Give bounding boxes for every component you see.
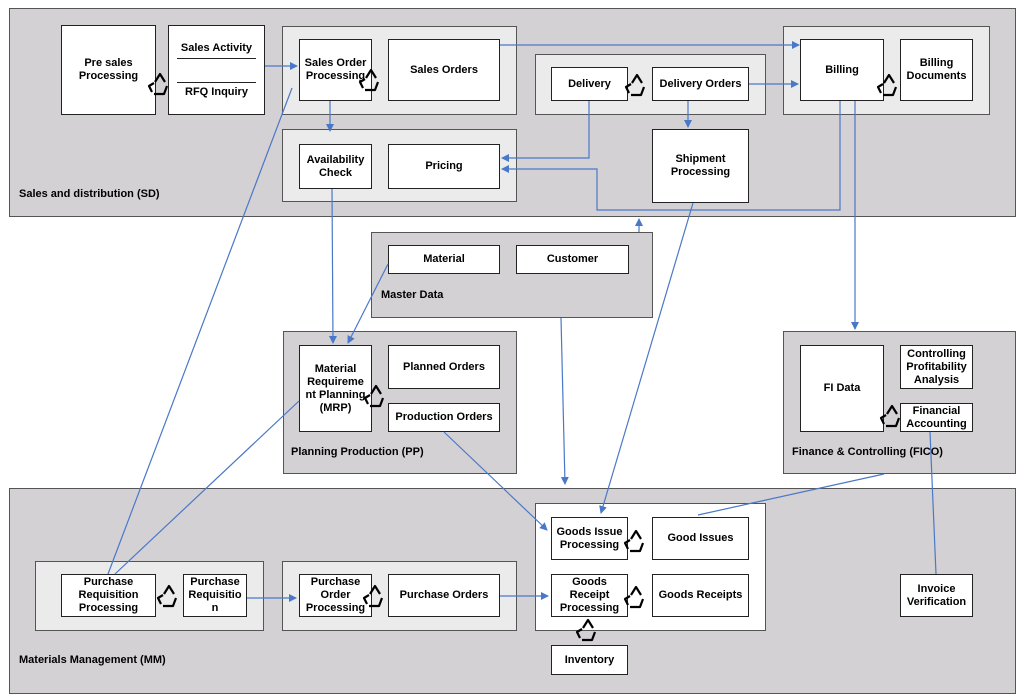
recycle-icon [362, 382, 390, 410]
node-delivery: Delivery [551, 67, 628, 101]
node-material: Material [388, 245, 500, 274]
node-invoice-verification: Invoice Verification [900, 574, 973, 617]
node-billing-documents: Billing Documents [900, 39, 973, 101]
node-goods-receipt-processing: Goods Receipt Processing [551, 574, 628, 617]
node-purchase-order-processing: Purchase Order Processing [299, 574, 372, 617]
recycle-icon [623, 71, 651, 99]
node-goods-receipts: Goods Receipts [652, 574, 749, 617]
node-inventory: Inventory [551, 645, 628, 675]
node-planned-orders: Planned Orders [388, 345, 500, 389]
node-purchase-requisition: Purchase Requisitio n [183, 574, 247, 617]
node-purchase-orders: Purchase Orders [388, 574, 500, 617]
region-fico-label: Finance & Controlling (FICO) [792, 446, 943, 458]
node-good-issues: Good Issues [652, 517, 749, 560]
node-availability-check: Availability Check [299, 144, 372, 189]
node-delivery-orders: Delivery Orders [652, 67, 749, 101]
region-mm-label: Materials Management (MM) [19, 654, 166, 666]
node-sales-activity: Sales Activity [176, 39, 257, 59]
node-purchase-requisition-processing: Purchase Requisition Processing [61, 574, 156, 617]
region-pp-label: Planning Production (PP) [291, 446, 424, 458]
edge-master-data-to-goods [560, 317, 569, 485]
node-mrp: Material Requireme nt Planning (MRP) [299, 345, 372, 432]
node-sales-order-processing: Sales Order Processing [299, 39, 372, 101]
recycle-icon [875, 71, 903, 99]
recycle-icon [357, 66, 385, 94]
recycle-icon [622, 583, 650, 611]
node-sales-orders: Sales Orders [388, 39, 500, 101]
node-goods-issue-processing: Goods Issue Processing [551, 517, 628, 560]
node-presales-processing: Pre sales Processing [61, 25, 156, 115]
recycle-icon [878, 402, 906, 430]
recycle-icon [622, 527, 650, 555]
node-customer: Customer [516, 245, 629, 274]
recycle-icon [361, 582, 389, 610]
recycle-icon [574, 616, 602, 644]
node-billing: Billing [800, 39, 884, 101]
node-pricing: Pricing [388, 144, 500, 189]
node-financial-accounting: Financial Accounting [900, 403, 973, 432]
region-master-data-label: Master Data [381, 289, 444, 301]
node-rfq-inquiry: RFQ Inquiry [176, 81, 257, 102]
node-production-orders: Production Orders [388, 403, 500, 432]
node-shipment-processing: Shipment Processing [652, 129, 749, 203]
region-sd-label: Sales and distribution (SD) [19, 188, 160, 200]
node-fi-data: FI Data [800, 345, 884, 432]
recycle-icon [155, 582, 183, 610]
node-sales-activity-rfq: Sales Activity RFQ Inquiry [168, 25, 265, 115]
recycle-icon [146, 70, 174, 98]
node-controlling: Controlling Profitability Analysis [900, 345, 973, 389]
